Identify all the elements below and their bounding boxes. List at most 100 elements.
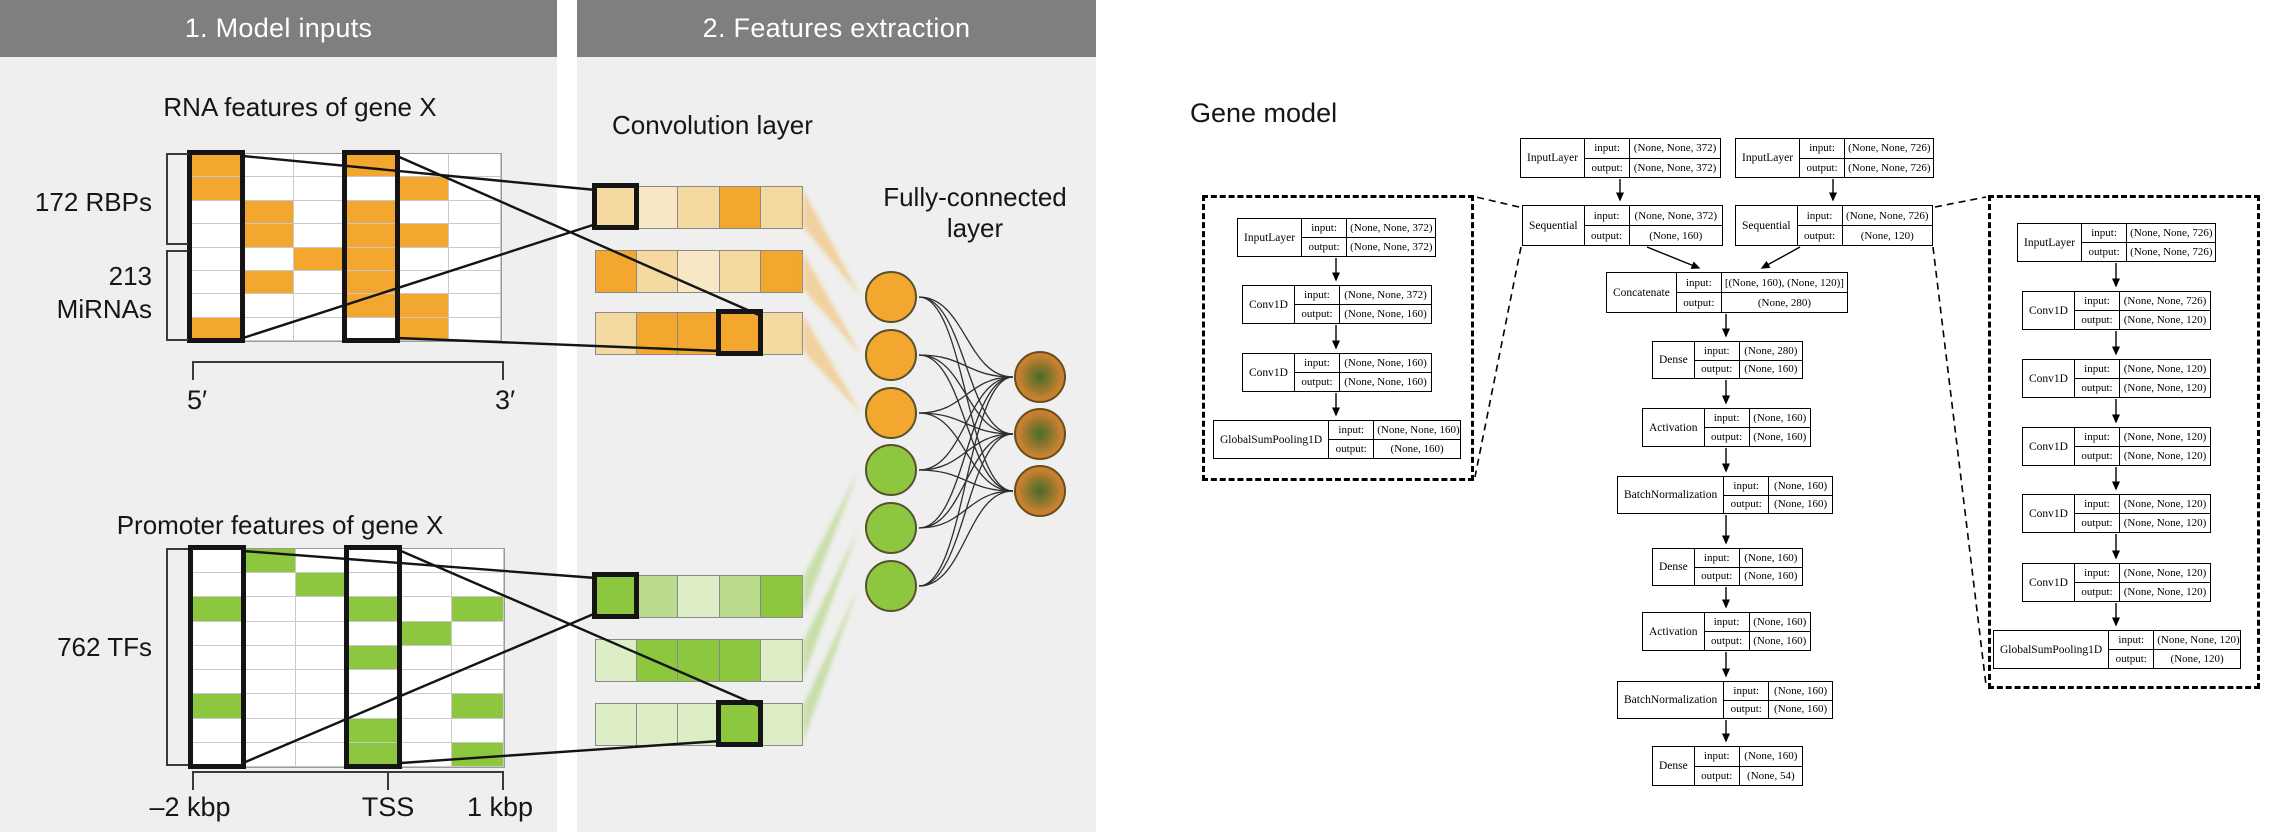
keras-shape-row: output:(None, None, 726) [1800, 157, 1933, 177]
matrix-cell [452, 670, 504, 695]
keras-node-shape-rows: input:(None, None, 120)output:(None, Non… [2074, 564, 2210, 601]
matrix-cell [192, 742, 244, 767]
mirna-count-text: MiRNAs [56, 294, 152, 324]
conv-feature-cell [719, 187, 761, 228]
output-node [1014, 465, 1066, 517]
keras-io-label: output: [1329, 440, 1375, 458]
fc-title-line2: layer [946, 213, 1004, 243]
conv-feature-cell [678, 251, 720, 292]
matrix-cell [397, 200, 450, 225]
keras-io-label: input: [1724, 682, 1770, 700]
keras-input-shape: (None, 160) [1753, 412, 1807, 424]
conv-feature-cell [760, 187, 802, 228]
keras-input-shape: (None, None, 726) [2130, 227, 2213, 239]
matrix-cell [294, 177, 346, 201]
keras-node-name: Activation [1643, 613, 1705, 650]
keras-io-label: input: [1329, 421, 1375, 439]
keras-shape-row: output:(None, 160) [1704, 631, 1810, 650]
keras-io-label: input: [2109, 631, 2155, 649]
keras-node-shape-rows: input:(None, None, 726)output:(None, 120… [1797, 206, 1932, 245]
keras-io-label: input: [1724, 477, 1770, 495]
keras-input-shape: (None, 160) [1774, 479, 1828, 492]
matrix-cell [346, 317, 398, 341]
keras-io-label: output: [1677, 293, 1722, 312]
keras-io-label: output: [2075, 583, 2120, 601]
promoter-feature-matrix [191, 548, 505, 768]
conv-feature-cell [596, 251, 638, 292]
keras-node-shape-rows: input:(None, None, 372)output:(None, Non… [1294, 286, 1431, 323]
matrix-cell [449, 247, 501, 271]
matrix-cell [400, 597, 452, 622]
matrix-cell [191, 317, 243, 341]
keras-input-shape: (None, None, 160) [1344, 357, 1427, 369]
keras-shape-row: input:(None, None, 726) [1798, 206, 1932, 225]
matrix-cell [348, 597, 400, 622]
keras-io-label: output: [2109, 650, 2155, 668]
matrix-cell [400, 645, 452, 671]
expansion-projection-line [1474, 246, 1522, 478]
keras-node-name: BatchNormalization [1618, 477, 1725, 513]
keras-shape-row: input:(None, None, 726) [2075, 292, 2210, 310]
keras-shape-row: input:[(None, 160), (None, 120)] [1677, 273, 1847, 292]
keras-node-shape-rows: input: (None, 160) output:(None, 160) [1724, 477, 1832, 513]
matrix-cell [452, 549, 504, 574]
keras-node-shape-rows: input:(None, None, 726)output:(None, Non… [1800, 139, 1933, 177]
expansion-projection-line [1475, 196, 1520, 208]
keras-node-shape-rows: input:(None, None, 726)output:(None, Non… [2074, 292, 2210, 329]
promoter-axis-tss: TSS [361, 792, 415, 822]
keras-shape-row: output:(None, None, 120) [2074, 582, 2210, 601]
matrix-cell [400, 549, 452, 574]
keras-io-label: output: [1695, 360, 1740, 378]
keras-input-shape: (None, 160) [1753, 616, 1807, 628]
conv-feature-cell [596, 313, 638, 354]
matrix-cell [294, 247, 346, 271]
keras-io-label: input: [2075, 428, 2120, 446]
rna-conv-row [595, 250, 803, 293]
matrix-cell [192, 621, 244, 646]
keras-shape-row: input:(None, None, 726) [1800, 139, 1933, 158]
hidden-node-green [865, 502, 917, 554]
matrix-cell [192, 549, 244, 574]
keras-node-shape-rows: input:(None, None, 120)output:(None, Non… [2074, 360, 2210, 397]
conv-feature-cell [719, 251, 761, 292]
keras-input-shape: [(None, 160), (None, 120)] [1724, 276, 1844, 289]
matrix-cell [296, 645, 348, 671]
matrix-cell [244, 742, 296, 767]
keras-shape-row: input:(None, None, 160) [1329, 421, 1460, 439]
keras-io-label: output: [1798, 226, 1843, 245]
keras-node-shape-rows: input:(None, None, 160)output:(None, 160… [1329, 421, 1460, 458]
keras-node-shape-rows: input:[(None, 160), (None, 120)]output:(… [1676, 273, 1847, 312]
keras-output-shape: (None, None, 120) [2123, 517, 2207, 529]
conv-feature-cell [596, 704, 638, 745]
keras-edge-arrow [1760, 246, 1801, 269]
keras-shape-row: output:(None, None, 120) [2074, 378, 2210, 397]
keras-input-shape: (None, None, 726) [1848, 142, 1931, 155]
keras-node-name: BatchNormalization [1618, 682, 1725, 718]
hidden-node-orange [865, 387, 917, 439]
model-inputs-header-label: 1. Model inputs [184, 13, 373, 43]
keras-output-shape: (None, 120) [2170, 653, 2224, 665]
keras-node-shape-rows: input:(None, 280)output:(None, 160) [1694, 342, 1802, 378]
matrix-cell [400, 694, 452, 719]
rna-axis-3prime: 3′ [494, 385, 516, 415]
keras-io-label: input: [1585, 139, 1631, 158]
matrix-cell [242, 154, 295, 178]
matrix-cell [397, 270, 450, 295]
matrix-cell [296, 670, 348, 695]
keras-shape-row: input:(None, None, 120) [2075, 428, 2210, 446]
matrix-cell [397, 317, 450, 341]
keras-shape-row: input:(None, 160) [1705, 409, 1810, 427]
conv-feature-cell [637, 576, 679, 617]
keras-io-label: input: [2075, 360, 2120, 378]
keras-node-name: Dense [1653, 342, 1695, 378]
matrix-cell [296, 742, 348, 767]
keras-input-shape: (None, None, 372) [1634, 209, 1718, 222]
keras-shape-row: output:(None, 160) [1724, 494, 1832, 513]
keras-shape-row: input:(None, None, 120) [2109, 631, 2240, 649]
